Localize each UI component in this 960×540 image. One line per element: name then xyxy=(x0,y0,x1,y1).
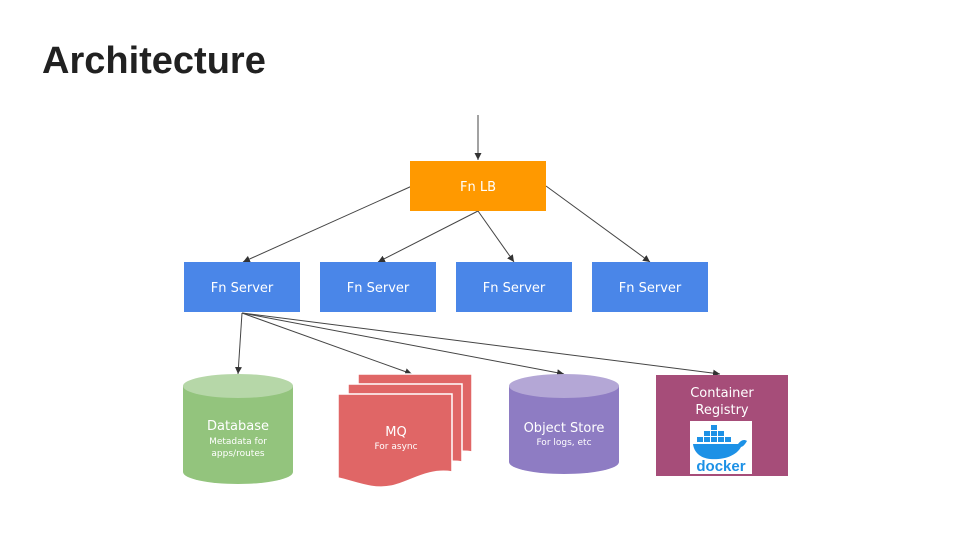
database-subtitle-line1: Metadata for xyxy=(209,437,267,447)
fn-server-label: Fn Server xyxy=(211,281,274,296)
object-store-cylinder-top xyxy=(509,374,619,398)
slide-title: Architecture xyxy=(42,40,266,82)
database-node: Database Metadata for apps/routes xyxy=(183,374,293,484)
server-to-mq-arrow xyxy=(241,312,413,375)
lb-to-server-3-arrow xyxy=(477,210,515,263)
fn-server-node-1: Fn Server xyxy=(184,262,300,312)
container-registry-title-line1: Container xyxy=(690,386,754,401)
lb-to-server-4-arrow xyxy=(545,185,651,263)
database-title: Database xyxy=(207,419,269,434)
fn-lb-node: Fn LB xyxy=(410,161,546,211)
database-subtitle-line2: apps/routes xyxy=(211,449,264,459)
server-to-registry-arrow xyxy=(241,312,721,377)
object-store-subtitle: For logs, etc xyxy=(536,438,591,448)
lb-to-server-2-arrow xyxy=(377,210,479,263)
object-store-node: Object Store For logs, etc xyxy=(509,374,619,474)
fn-server-node-3: Fn Server xyxy=(456,262,572,312)
connectors xyxy=(234,115,721,377)
container-registry-title-line2: Registry xyxy=(695,403,749,418)
mq-subtitle: For async xyxy=(374,442,417,452)
lb-to-server-1-arrow xyxy=(242,185,413,263)
fn-server-node-4: Fn Server xyxy=(592,262,708,312)
object-store-cylinder-body xyxy=(509,386,619,474)
fn-lb-label: Fn LB xyxy=(460,180,496,195)
docker-logo: docker xyxy=(690,421,752,475)
fn-server-box xyxy=(592,262,708,312)
fn-server-box xyxy=(184,262,300,312)
container-registry-node: Container Registry docker xyxy=(656,375,788,476)
mq-document-front xyxy=(337,393,453,488)
database-cylinder-top xyxy=(183,374,293,398)
fn-server-box xyxy=(456,262,572,312)
mq-node: MQ For async xyxy=(337,373,473,488)
fn-server-box xyxy=(320,262,436,312)
object-store-title: Object Store xyxy=(524,421,605,436)
fn-server-label: Fn Server xyxy=(619,281,682,296)
server-to-object-store-arrow xyxy=(241,312,565,377)
database-cylinder-body xyxy=(183,386,293,484)
fn-lb-box xyxy=(410,161,546,211)
fn-server-label: Fn Server xyxy=(347,281,410,296)
mq-title: MQ xyxy=(385,425,406,440)
fn-server-label: Fn Server xyxy=(483,281,546,296)
fn-server-node-2: Fn Server xyxy=(320,262,436,312)
server-to-database-arrow xyxy=(234,312,243,375)
docker-whale-icon xyxy=(693,425,747,460)
docker-wordmark: docker xyxy=(696,458,745,475)
